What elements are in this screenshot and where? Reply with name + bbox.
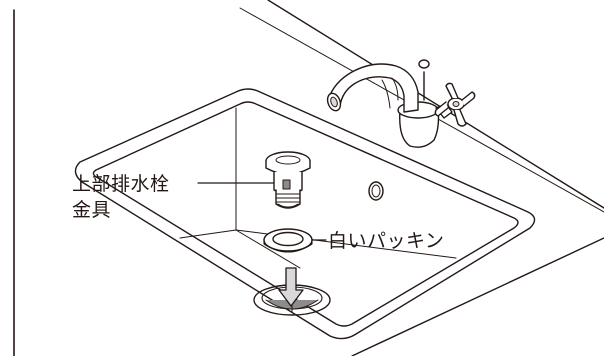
drain-fitting-label-line1: 上部排水栓 — [72, 173, 170, 195]
faucet-illustration — [326, 59, 476, 148]
overflow-hole-inner — [371, 184, 381, 198]
sink-inner-rim — [92, 101, 519, 327]
drain-fitting-label: 上部排水栓 金具 — [72, 171, 170, 223]
down-arrow-icon — [278, 267, 304, 307]
basin-floor-ridge — [235, 229, 301, 269]
drain-fitting-illustration — [265, 151, 311, 209]
sink-outer-rim — [74, 88, 536, 340]
white-packing-thickness — [263, 239, 313, 253]
countertop-front-edge — [351, 237, 604, 356]
countertop-back-edge — [267, 0, 604, 209]
white-packing-inner — [272, 231, 304, 247]
overflow-hole — [368, 181, 384, 201]
white-packing-label: 白いパッキン — [328, 230, 445, 252]
drain-fitting-label-line2: 金具 — [72, 199, 112, 221]
